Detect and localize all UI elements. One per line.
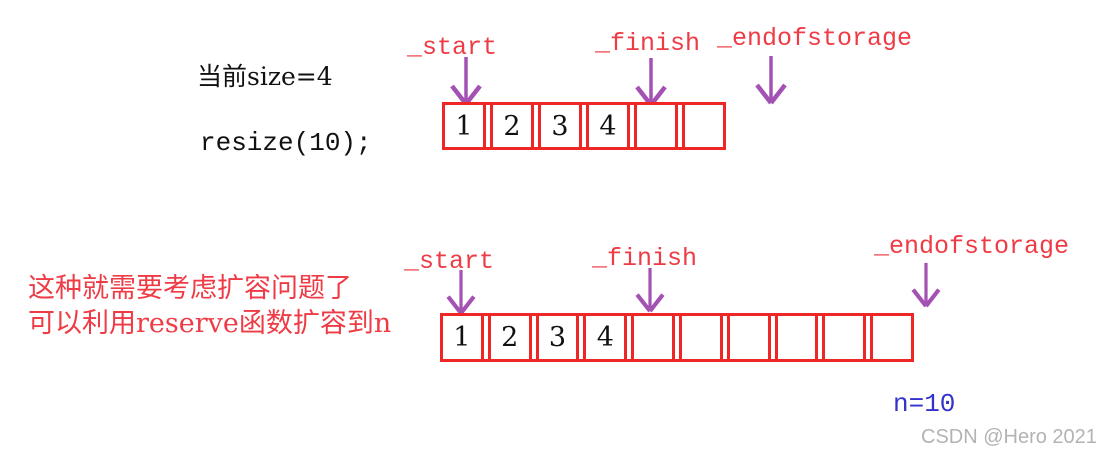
vector-cell: 1 — [445, 105, 486, 147]
top-start-pointer-label: _start — [407, 33, 498, 62]
bottom-finish-pointer-label: _finish — [592, 244, 698, 273]
bottom-endofstorage-arrow-icon — [908, 262, 944, 308]
top-start-arrow-icon — [448, 56, 484, 106]
bottom-endofstorage-pointer-label: _endofstorage — [874, 232, 1070, 261]
bottom-start-pointer-label: _start — [404, 247, 495, 276]
vector-cell: 1 — [443, 316, 484, 359]
vector-cell — [678, 316, 723, 359]
vector-cell — [774, 316, 819, 359]
current-size-label: 当前size=4 — [197, 62, 333, 91]
vector-cell: 4 — [586, 105, 630, 147]
vector-cell — [870, 316, 911, 359]
vector-cell: 2 — [490, 105, 534, 147]
bottom-start-arrow-icon — [443, 269, 479, 315]
note-line-1: 这种就需要考虑扩容问题了 — [28, 273, 352, 304]
top-endofstorage-pointer-label: _endofstorage — [717, 24, 913, 53]
vector-cell: 3 — [535, 316, 580, 359]
vector-cell — [634, 105, 678, 147]
vector-cell: 4 — [583, 316, 628, 359]
vector-cell — [726, 316, 771, 359]
vector-cell — [631, 316, 675, 359]
note-line-2: 可以利用reserve函数扩容到n — [28, 308, 392, 339]
n-value-label: n=10 — [893, 389, 956, 419]
top-finish-arrow-icon — [633, 57, 669, 107]
top-finish-pointer-label: _finish — [595, 29, 701, 58]
top-endofstorage-arrow-icon — [753, 55, 789, 105]
vector-cell — [682, 105, 723, 147]
bottom-finish-arrow-icon — [632, 267, 668, 313]
note-text: 这种就需要考虑扩容问题了 可以利用reserve函数扩容到n — [28, 271, 391, 341]
vector-cell — [822, 316, 867, 359]
csdn-watermark: CSDN @Hero 2021 — [921, 426, 1097, 448]
vector-cell: 2 — [487, 316, 532, 359]
vector-cell: 3 — [538, 105, 582, 147]
resize-call-label: resize(10); — [200, 128, 372, 158]
